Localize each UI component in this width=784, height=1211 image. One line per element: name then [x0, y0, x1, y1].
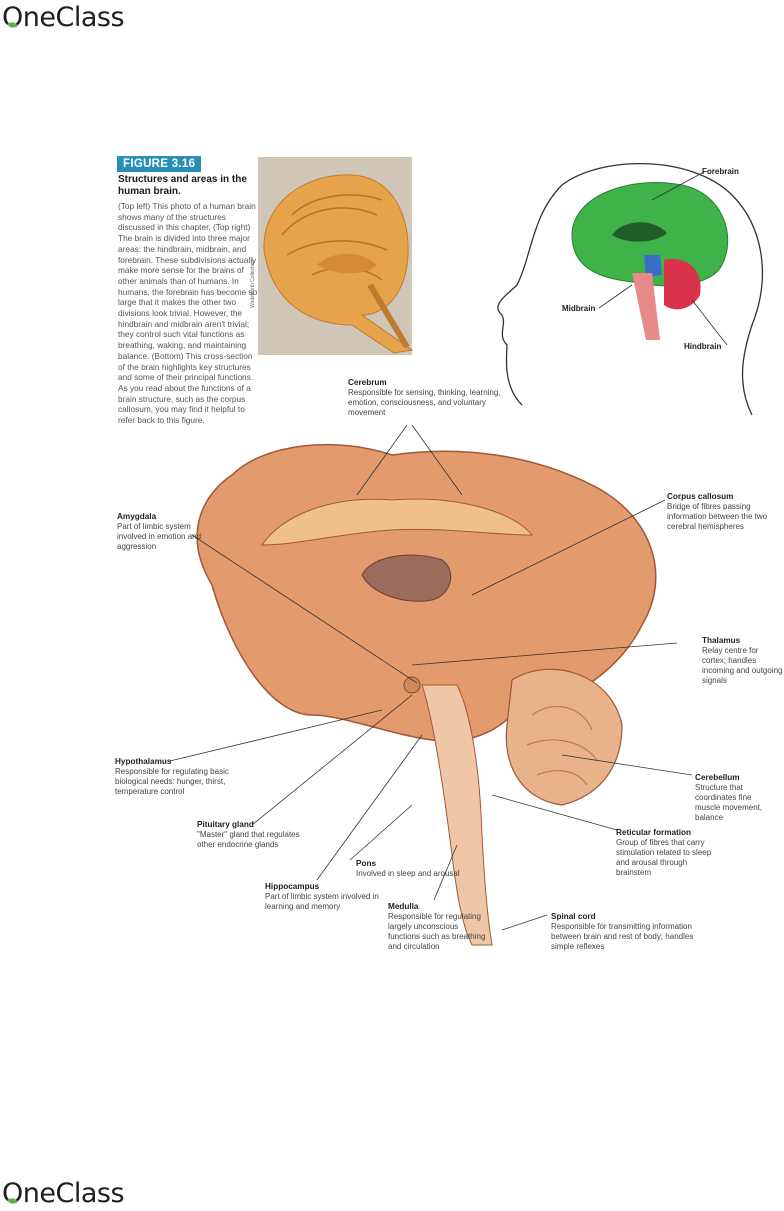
- label-hindbrain: Hindbrain: [684, 342, 722, 351]
- label-medulla: Medulla Responsible for regulating large…: [388, 902, 486, 951]
- label-cerebellum: Cerebellum Structure that coordinates fi…: [695, 773, 763, 822]
- brain-cross-section: [196, 443, 657, 946]
- brain-illustration: [169, 157, 763, 946]
- label-thalamus: Thalamus Relay centre for cortex; handle…: [702, 636, 783, 685]
- label-corpus-callosum: Corpus callosum Bridge of fibres passing…: [667, 492, 768, 531]
- label-pons: Pons Involved in sleep and arousal: [356, 859, 460, 878]
- figure-badge: FIGURE 3.16: [117, 156, 202, 172]
- label-amygdala: Amygdala Part of limbic system involved …: [117, 512, 202, 551]
- figure-panel: [112, 155, 784, 960]
- oneclass-logo-footer[interactable]: OneClass: [2, 1178, 125, 1209]
- leader-lines: [169, 171, 728, 931]
- label-pituitary-gland: Pituitary gland "Master" gland that regu…: [197, 820, 300, 849]
- figure-caption: (Top left) This photo of a human brain s…: [118, 201, 258, 426]
- label-midbrain: Midbrain: [562, 304, 596, 313]
- figure-title: Structures and areas in the human brain.: [118, 174, 247, 197]
- brain-photo: [258, 157, 414, 355]
- label-hippocampus: Hippocampus Part of limbic system involv…: [265, 882, 379, 911]
- label-spinal-cord: Spinal cord Responsible for transmitting…: [551, 912, 694, 951]
- label-hypothalamus: Hypothalamus Responsible for regulating …: [115, 757, 229, 796]
- photo-credit: Wadsworth Collection: [250, 259, 256, 308]
- head-diagram: [497, 162, 763, 416]
- label-reticular-formation: Reticular formation Group of fibres that…: [616, 828, 712, 877]
- label-cerebrum: Cerebrum Responsible for sensing, thinki…: [348, 378, 501, 417]
- oneclass-logo[interactable]: OneClass: [2, 2, 125, 33]
- label-forebrain: Forebrain: [702, 167, 739, 176]
